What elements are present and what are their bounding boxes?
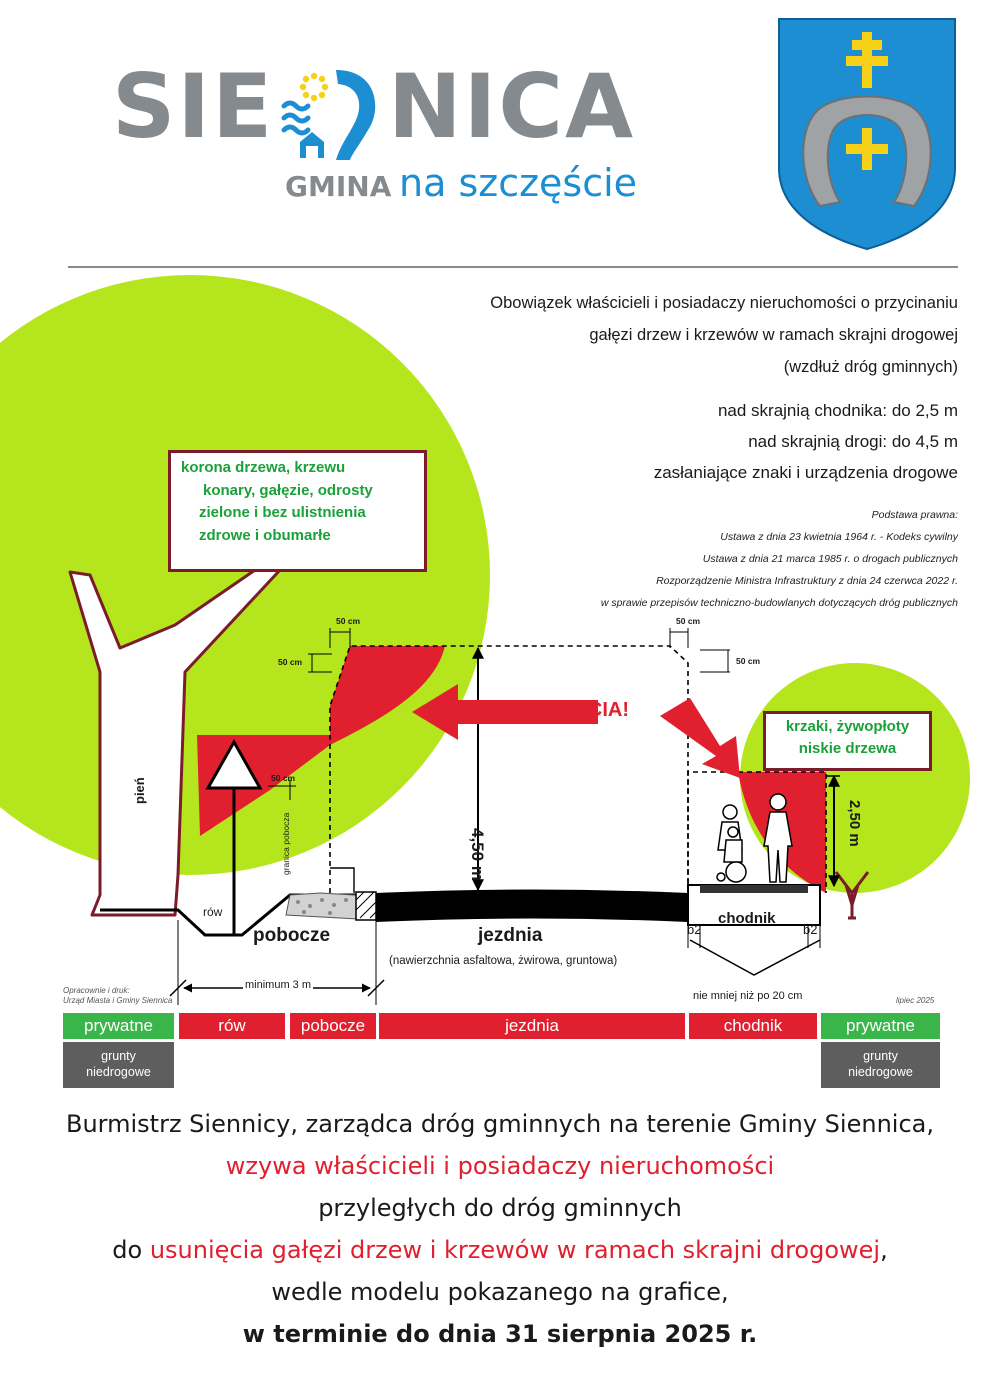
crown-info-box: korona drzewa, krzewu konary, gałęzie, o… (168, 450, 427, 572)
footer-line-5: wedle modelu pokazanego na grafice, (271, 1278, 729, 1306)
credit-line: Urząd Miasta i Gminy Siennica (63, 996, 173, 1005)
crown-line: zdrowe i obumarłe (199, 526, 331, 544)
clearance-50cm-label: 50 cm (336, 616, 361, 626)
height-sidewalk-label: 2,50 m (846, 800, 863, 847)
b2-right-label: b2 (803, 922, 818, 937)
coat-of-arms-icon (778, 18, 956, 250)
logo-word-right: NICA (388, 55, 636, 158)
band-ditch: rów (179, 1013, 285, 1039)
logo-gmina: GMINA (285, 170, 392, 203)
shoulder-label: pobocze (253, 925, 331, 946)
legal-heading: Podstawa prawna: (871, 509, 958, 521)
nonroad-line: grunty (863, 1049, 898, 1063)
nonroad-line: niedrogowe (848, 1065, 913, 1079)
clearance-50cm-label: 50 cm (736, 656, 761, 666)
date-label: lipiec 2025 (896, 996, 935, 1005)
clearance-50cm-label: 50 cm (278, 657, 303, 667)
crown-line: korona drzewa, krzewu (181, 459, 346, 476)
road-label: DROGA (482, 1051, 571, 1078)
sidewalk-label: chodnik (718, 910, 776, 927)
band-private-right: prywatne (821, 1013, 940, 1039)
crown-line: zielone i bez ulistnienia (199, 504, 366, 521)
logo-tagline: na szczęście (399, 161, 638, 205)
min-sidewalk-label: nie mniej niż po 20 cm (693, 990, 803, 1002)
roadway-note: (nawierzchnia asfaltowa, żwirowa, grunto… (389, 955, 618, 967)
band-private-left: prywatne (63, 1013, 174, 1039)
min-width-label: minimum 3 m (243, 979, 314, 991)
band-roadway: jezdnia (379, 1013, 685, 1039)
cut-arrow-right (660, 698, 740, 778)
bush-line: niskie drzewa (798, 740, 897, 757)
band-shoulder: pobocze (290, 1013, 376, 1039)
footer-line-4-pre: do (112, 1236, 150, 1264)
footer-line-1: Burmistrz Siennicy, zarządca dróg gminny… (66, 1110, 934, 1138)
bush-info-box: krzaki, żywopłoty niskie drzewa (763, 711, 932, 771)
band-sidewalk: chodnik (689, 1013, 817, 1039)
shoulder-edge-label: granica pobocza (281, 812, 291, 875)
footer-line-2: wzywa właścicieli i posiadaczy nieruchom… (225, 1152, 775, 1180)
footer-line-4: do usunięcia gałęzi drzew i krzewów w ra… (0, 1236, 1000, 1264)
credit-line: Opracownie i druk: (63, 986, 130, 995)
intro-line-2: gałęzi drzew i krzewów w ramach skrajni … (589, 326, 958, 344)
cut-arrow-left (412, 684, 598, 740)
intro-line-1: Obowiązek właścicieli i posiadaczy nieru… (490, 294, 958, 312)
band-nonroad-left: grunty niedrogowe (63, 1042, 174, 1088)
legal-item: Ustawa z dnia 23 kwietnia 1964 r. - Kode… (720, 531, 958, 543)
clearance-50cm-label: 50 cm (271, 773, 296, 783)
ditch-label: rów (203, 905, 223, 919)
legal-item: Ustawa z dnia 21 marca 1985 r. o drogach… (702, 553, 958, 565)
band-nonroad-right: grunty niedrogowe (821, 1042, 940, 1088)
logo-word-left: SIE (112, 55, 275, 158)
nonroad-line: niedrogowe (86, 1065, 151, 1079)
nonroad-line: grunty (101, 1049, 136, 1063)
clearance-50cm-label: 50 cm (676, 616, 701, 626)
b2-left-label: b2 (687, 922, 702, 937)
diagram-graphic (0, 275, 970, 1005)
roadway-label: jezdnia (478, 925, 543, 946)
height-road-label: 4,50 m (468, 828, 487, 881)
footer-line-4-highlight: usunięcia gałęzi drzew i krzewów w ramac… (149, 1236, 881, 1264)
rule-signs: zasłaniające znaki i urządzenia drogowe (653, 463, 958, 482)
footer-line-3: przyległych do dróg gminnych (318, 1194, 682, 1222)
bush-line: krzaki, żywopłoty (785, 718, 910, 735)
rule-road: nad skrajnią drogi: do 4,5 m (748, 432, 958, 451)
rule-sidewalk: nad skrajnią chodnika: do 2,5 m (717, 401, 958, 420)
intro-line-3: (wzdłuż dróg gminnych) (783, 358, 958, 376)
logo-emblem-icon (281, 70, 376, 160)
trunk-label: pień (132, 777, 147, 804)
crown-line: konary, gałęzie, odrosty (203, 481, 373, 499)
legal-item: w sprawie przepisów techniczno-budowlany… (600, 597, 958, 609)
header-divider (68, 266, 958, 268)
road-arrow-icon (190, 1052, 804, 1078)
cut-label: DO OBCIĘCIA! (489, 699, 629, 721)
footer-deadline: w terminie do dnia 31 sierpnia 2025 r. (242, 1320, 758, 1348)
footer-line-4-post: , (880, 1236, 888, 1264)
legal-item: Rozporządzenie Ministra Infrastruktury z… (656, 575, 958, 587)
